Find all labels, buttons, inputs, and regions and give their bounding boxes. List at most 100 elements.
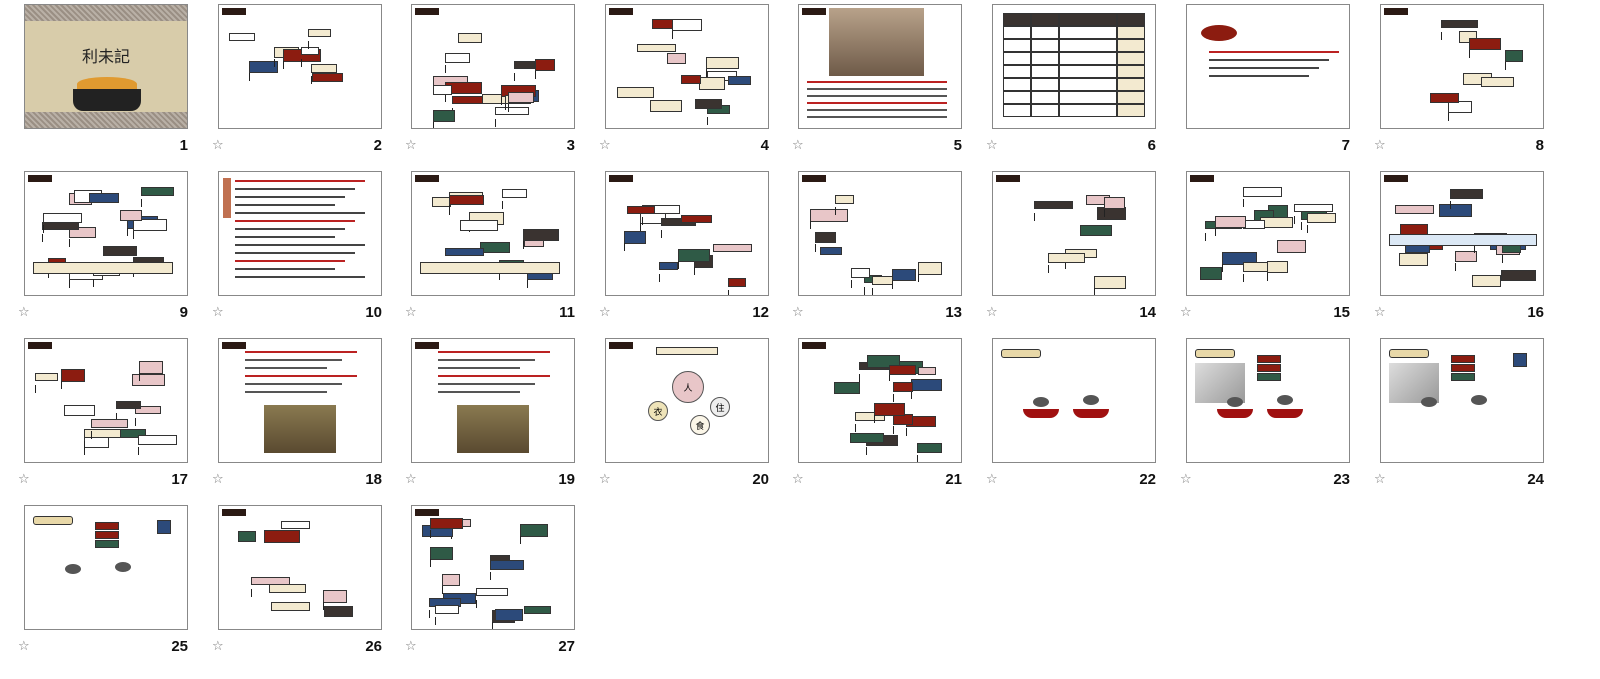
slide-slot[interactable]: 7 [1186,4,1350,164]
slide-thumbnail[interactable] [218,171,382,296]
slide-transition-star-icon[interactable]: ☆ [792,305,804,320]
connector-line [127,228,128,236]
slide-transition-star-icon[interactable]: ☆ [1374,305,1386,320]
slide-slot[interactable]: 27☆ [405,505,575,665]
slide-slot[interactable]: 4☆ [599,4,769,164]
slide-thumbnail[interactable] [1380,338,1544,463]
flow-box [229,33,255,41]
slide-transition-star-icon[interactable]: ☆ [599,472,611,487]
slide-thumbnail[interactable] [411,171,575,296]
slide-slot[interactable]: 10☆ [212,171,382,331]
slide-slot[interactable]: 14☆ [986,171,1156,331]
slide-thumbnail[interactable] [411,338,575,463]
slide-slot[interactable]: 24☆ [1374,338,1544,498]
slide-slot[interactable]: 17☆ [18,338,188,498]
flow-box [1307,213,1336,223]
slide-thumbnail[interactable] [218,4,382,129]
connector-line [1205,233,1206,241]
slide-thumbnail[interactable] [605,4,769,129]
slide-slot[interactable]: 12☆ [599,171,769,331]
slide-transition-star-icon[interactable]: ☆ [599,138,611,153]
slide-thumbnail[interactable] [218,505,382,630]
slide-thumbnail[interactable] [1380,171,1544,296]
slide-transition-star-icon[interactable]: ☆ [405,639,417,654]
slide-slot[interactable]: 18☆ [212,338,382,498]
slide-transition-star-icon[interactable]: ☆ [986,138,998,153]
flow-box [834,382,860,394]
slide-slot[interactable]: 2☆ [212,4,382,164]
slide-slot[interactable]: 3☆ [405,4,575,164]
slide-thumbnail[interactable]: 人衣食住 [605,338,769,463]
slide-transition-star-icon[interactable]: ☆ [212,305,224,320]
slide-transition-star-icon[interactable]: ☆ [405,305,417,320]
slide-transition-star-icon[interactable]: ☆ [18,639,30,654]
slide-thumbnail[interactable] [992,4,1156,129]
slide-thumbnail[interactable] [798,338,962,463]
slide-thumbnail[interactable] [1186,171,1350,296]
connector-line [35,385,36,393]
slide-tag [415,342,439,349]
slide-slot[interactable]: 16☆ [1374,171,1544,331]
slide-slot[interactable]: 23☆ [1180,338,1350,498]
text-line [235,188,355,190]
slide-thumbnail[interactable] [24,505,188,630]
slide-slot[interactable]: 21☆ [792,338,962,498]
slide-transition-star-icon[interactable]: ☆ [986,305,998,320]
slide-transition-star-icon[interactable]: ☆ [599,305,611,320]
slide-transition-star-icon[interactable]: ☆ [212,472,224,487]
slide-thumbnail[interactable] [411,4,575,129]
slide-transition-star-icon[interactable]: ☆ [405,472,417,487]
slide-transition-star-icon[interactable]: ☆ [18,305,30,320]
text-line [438,359,535,361]
slide-slot[interactable]: 9☆ [18,171,188,331]
slide-transition-star-icon[interactable]: ☆ [792,472,804,487]
slide-tag [415,8,439,15]
slide-thumbnail[interactable] [798,171,962,296]
slide-slot[interactable]: 19☆ [405,338,575,498]
slide-transition-star-icon[interactable]: ☆ [18,472,30,487]
slide-transition-star-icon[interactable]: ☆ [1180,305,1192,320]
slide-slot[interactable]: 6☆ [986,4,1156,164]
slide-slot[interactable]: 8☆ [1374,4,1544,164]
slide-thumbnail[interactable] [1380,4,1544,129]
slide-slot[interactable]: 22☆ [986,338,1156,498]
slide-slot[interactable]: 11☆ [405,171,575,331]
slide-slot[interactable]: 25☆ [18,505,188,665]
slide-number: 6 [1147,137,1156,154]
slide-transition-star-icon[interactable]: ☆ [405,138,417,153]
slide-thumbnail[interactable] [411,505,575,630]
connector-line [520,536,521,544]
table-cell [1003,26,1031,39]
slide-thumbnail[interactable] [798,4,962,129]
slide-thumbnail[interactable] [1186,338,1350,463]
slide-thumbnail[interactable] [992,171,1156,296]
table-cell [1031,91,1059,104]
slide-thumbnail[interactable] [24,171,188,296]
slide-transition-star-icon[interactable]: ☆ [792,138,804,153]
slide-slot[interactable]: 5☆ [792,4,962,164]
circle-2: 衣 [648,401,668,421]
slide-transition-star-icon[interactable]: ☆ [1180,472,1192,487]
slide-transition-star-icon[interactable]: ☆ [212,639,224,654]
slide-transition-star-icon[interactable]: ☆ [986,472,998,487]
slide-thumbnail[interactable] [1186,4,1350,129]
slide-thumbnail[interactable] [992,338,1156,463]
slide-thumbnail[interactable] [605,171,769,296]
slide-thumbnail[interactable] [218,338,382,463]
slide-slot[interactable]: 26☆ [212,505,382,665]
flow-box [627,206,655,214]
slide-transition-star-icon[interactable]: ☆ [1374,472,1386,487]
slide-slot[interactable]: 15☆ [1180,171,1350,331]
slide-thumbnail[interactable]: 利未記 [24,4,188,129]
connector-line [308,41,309,49]
slide-transition-star-icon[interactable]: ☆ [1374,138,1386,153]
connector-line [1094,288,1095,295]
connector-line [1243,199,1244,207]
text-line [235,228,345,230]
slide-slot[interactable]: 13☆ [792,171,962,331]
slide-transition-star-icon[interactable]: ☆ [212,138,224,153]
slide-thumbnail[interactable] [24,338,188,463]
connector-line [889,373,890,381]
